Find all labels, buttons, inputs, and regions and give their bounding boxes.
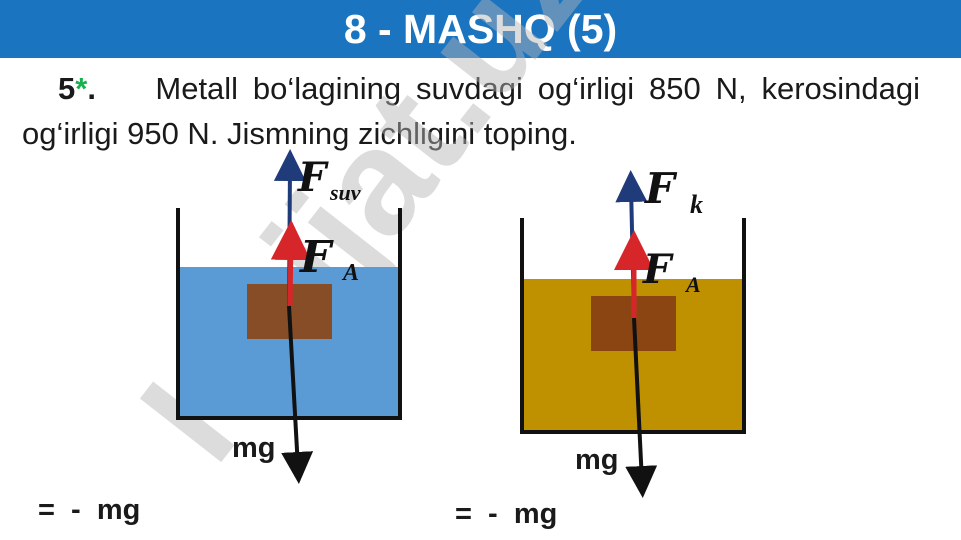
arrow-weight-water: [281, 305, 314, 484]
force-kerosene-subscript: k: [690, 190, 703, 219]
problem-text: Metall bo‘lagining suvdagi og‘irligi 850…: [22, 71, 921, 151]
force-kerosene-symbol: F: [645, 164, 675, 213]
weight-kerosene-label: mg: [575, 444, 619, 476]
force-water-symbol: F: [298, 154, 327, 201]
problem-number: 5: [58, 71, 76, 106]
problem-statement: 5*. Metall bo‘lagining suvdagi og‘irligi…: [22, 66, 920, 156]
problem-dot: .: [87, 71, 96, 106]
arrow-archimedes-water: [270, 220, 311, 307]
equation-kerosene: = - mg: [455, 498, 558, 530]
problem-star: *: [75, 71, 88, 106]
title-bar: [0, 0, 961, 58]
arrow-weight-kerosene: [625, 317, 658, 498]
archimedes-water-symbol: F: [300, 232, 332, 283]
archimedes-water-subscript: A: [343, 260, 360, 286]
weight-water-label: mg: [232, 432, 276, 464]
vessel-kerosene: [520, 218, 746, 434]
vessel-water: [176, 208, 402, 420]
equation-water: = - mg: [38, 494, 141, 526]
archimedes-kerosene-symbol: F: [643, 246, 672, 293]
slide-title: 8 - MASHQ (5): [343, 6, 618, 52]
force-water-subscript: suv: [330, 180, 361, 205]
archimedes-kerosene-subscript: A: [686, 272, 701, 297]
